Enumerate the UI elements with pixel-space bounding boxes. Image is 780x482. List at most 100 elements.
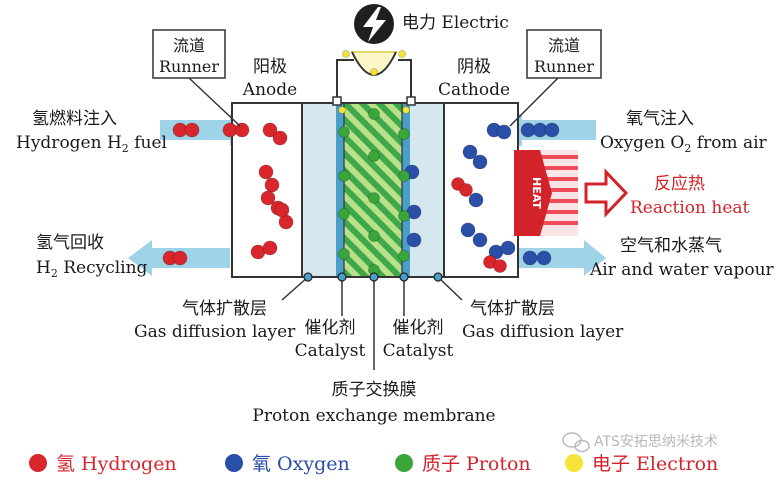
oxygen-atom <box>522 250 538 266</box>
electron <box>370 68 378 76</box>
air-outlet-en: Air and water vapour <box>589 260 775 280</box>
h2-inlet-en: Hydrogen H2 fuel <box>16 133 167 155</box>
svg-text:质子 Proton: 质子 Proton <box>422 453 531 475</box>
legend-item-electron: 电子 Electron <box>565 453 718 475</box>
oxygen-atom <box>472 154 488 170</box>
proton <box>398 250 410 262</box>
proton <box>398 170 410 182</box>
proton <box>368 192 380 204</box>
o2-inlet-cn: 氧气注入 <box>626 109 694 129</box>
callout-lines <box>281 276 463 370</box>
legend-item-hydrogen: 氢 Hydrogen <box>29 453 177 475</box>
electron <box>398 50 406 58</box>
watermark: ATS安拓思纳米技术 <box>562 432 718 453</box>
reaction-heat-cn: 反应热 <box>654 174 705 194</box>
svg-text:ATS安拓思纳米技术: ATS安拓思纳米技术 <box>594 434 718 450</box>
h2-recycle-cn: 氢气回收 <box>36 233 104 253</box>
electron <box>342 50 350 58</box>
hydrogen-atom <box>459 183 473 197</box>
hydrogen-molecule <box>262 240 278 256</box>
proton <box>338 170 350 182</box>
external-circuit <box>332 51 416 106</box>
oxygen-atom <box>460 222 476 238</box>
legend-item-oxygen: 氧 Oxygen <box>225 453 350 475</box>
hydrogen-molecule <box>264 177 280 193</box>
h2-inlet-cn: 氢燃料注入 <box>32 109 117 129</box>
runner-label-right: 流道 Runner <box>509 29 602 127</box>
electron-swatch-icon <box>565 454 583 472</box>
electron <box>402 106 410 114</box>
oxygen-atom <box>406 232 422 248</box>
catalyst-left-cn: 催化剂 <box>305 318 356 338</box>
proton <box>398 128 410 140</box>
gdl-right-en: Gas diffusion layer <box>462 322 624 342</box>
hydrogen-molecule <box>258 164 274 180</box>
heat-badge: HEAT <box>530 177 543 209</box>
molecules-layer <box>162 50 560 276</box>
svg-text:电子 Electron: 电子 Electron <box>592 453 718 475</box>
proton <box>398 210 410 222</box>
proton <box>368 150 380 162</box>
oxygen-swatch-icon <box>225 454 243 472</box>
anode-label-en: Anode <box>242 80 297 100</box>
gdl-left-en: Gas diffusion layer <box>134 322 296 342</box>
membrane-cn: 质子交换膜 <box>332 380 417 400</box>
oxygen-atom <box>544 122 560 138</box>
hydrogen-molecule <box>272 130 288 146</box>
svg-text:氢 Hydrogen: 氢 Hydrogen <box>56 453 177 475</box>
o2-inlet-en: Oxygen O2 from air <box>600 133 768 155</box>
gdl-callout-dots <box>303 272 443 282</box>
hydrogen-atom <box>493 259 507 273</box>
runner-label-left: 流道 Runner <box>152 29 241 127</box>
chat-bubble-icon <box>562 432 590 453</box>
reaction-heat-en: Reaction heat <box>630 198 750 218</box>
oxygen-atom <box>468 192 484 208</box>
electron <box>338 106 346 114</box>
proton <box>368 108 380 120</box>
svg-text:Runner: Runner <box>534 57 594 76</box>
hydrogen-molecule <box>234 122 250 138</box>
catalyst-strip-left <box>336 103 344 277</box>
h2-recycle-en: H2 Recycling <box>36 258 148 280</box>
proton <box>338 208 350 220</box>
hydrogen-molecule <box>262 122 278 138</box>
legend: 氢 Hydrogen 氧 Oxygen 质子 Proton 电子 Electro… <box>29 453 718 475</box>
proton-swatch-icon <box>395 454 413 472</box>
svg-text:Runner: Runner <box>159 57 219 76</box>
hydrogen-molecule <box>172 250 188 266</box>
proton-exchange-membrane <box>343 102 403 278</box>
oxygen-atom <box>472 232 488 248</box>
oxygen-atom <box>536 250 552 266</box>
gdl-left-cn: 气体扩散层 <box>182 299 267 319</box>
lightning-bolt-icon <box>354 4 394 44</box>
heat-arrow-icon <box>584 168 629 218</box>
hydrogen-molecule <box>274 202 290 218</box>
oxygen-atom <box>500 240 516 256</box>
catalyst-strip-right <box>402 103 410 277</box>
gas-diffusion-layer-left <box>301 102 343 278</box>
cathode-label-en: Cathode <box>438 80 510 100</box>
svg-text:氧 Oxygen: 氧 Oxygen <box>252 453 350 475</box>
power-label: 电力 Electric <box>402 13 509 33</box>
catalyst-left-en: Catalyst <box>295 341 366 361</box>
anode-label-cn: 阳极 <box>253 57 287 77</box>
hydrogen-molecule <box>260 190 276 206</box>
oxygen-atom <box>462 144 478 160</box>
catalyst-right-cn: 催化剂 <box>393 318 444 338</box>
hydrogen-molecule <box>184 122 200 138</box>
legend-item-proton: 质子 Proton <box>395 453 531 475</box>
proton <box>338 126 350 138</box>
svg-text:流道: 流道 <box>548 36 580 55</box>
cathode-label-cn: 阴极 <box>457 57 491 77</box>
catalyst-right-en: Catalyst <box>383 341 454 361</box>
heat-panel: HEAT <box>514 150 578 236</box>
membrane-en: Proton exchange membrane <box>252 406 495 426</box>
oxygen-atom <box>496 124 512 140</box>
air-outlet-cn: 空气和水蒸气 <box>620 236 722 256</box>
proton <box>368 230 380 242</box>
gdl-right-cn: 气体扩散层 <box>470 299 555 319</box>
hydrogen-swatch-icon <box>29 454 47 472</box>
proton <box>338 248 350 260</box>
svg-text:流道: 流道 <box>173 36 205 55</box>
